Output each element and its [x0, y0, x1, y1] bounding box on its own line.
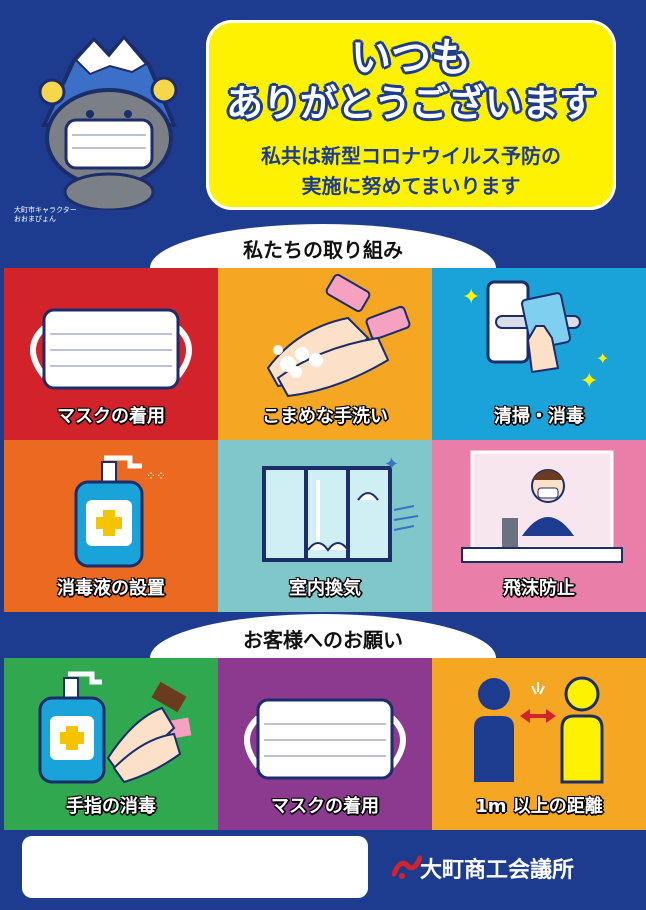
cleaning-icon: ✦ ✦ ✦: [462, 280, 609, 394]
organization-logo-icon: [392, 855, 422, 879]
svg-text:✦: ✦: [580, 369, 598, 394]
tile-ventilation: ✦ 室内換気: [218, 440, 432, 612]
tile-handwash: こまめな手洗い: [218, 268, 432, 440]
greeting-line2: ありがとうございます: [225, 81, 597, 126]
tile-label-handwash: こまめな手洗い: [262, 406, 388, 427]
mascot-caption-line1: 大町市キャラクター: [14, 206, 77, 214]
tile-hand-sanitizing: 手指の消毒: [4, 658, 218, 830]
tile-label-ventilation: 室内換気: [289, 578, 361, 599]
organization-name: 大町商工会議所: [420, 858, 575, 883]
svg-text:✦: ✦: [596, 349, 609, 368]
handwash-icon: [266, 273, 411, 398]
window-ventilation-icon: ✦: [262, 454, 419, 562]
mascot-caption-line2: おおまぴょん: [14, 215, 56, 223]
tile-sanitizer: ⁘⁘ 消毒液の設置: [4, 440, 218, 612]
tile-partition: 飛沫防止: [432, 440, 646, 612]
partition-icon: [461, 450, 623, 563]
tile-label-partition: 飛沫防止: [503, 578, 575, 599]
section-heading-our-measures: 私たちの取り組み: [150, 224, 496, 268]
tile-distance: 1m 以上の距離: [432, 658, 646, 830]
distance-icon: [474, 676, 604, 784]
section-heading-customer-requests: お客様へのお願い: [150, 614, 496, 658]
svg-text:✦: ✦: [384, 454, 399, 475]
tile-label-cleaning: 清掃・消毒: [494, 406, 584, 427]
tile-label-mask-customer: マスクの着用: [271, 796, 379, 817]
tile-label-mask: マスクの着用: [57, 406, 165, 427]
svg-text:✦: ✦: [462, 285, 480, 310]
tile-label-distance: 1m 以上の距離: [475, 796, 603, 817]
tile-label-hand-sanitizing: 手指の消毒: [66, 796, 156, 817]
message-box: いつも ありがとうございます 私共は新型コロナウイルス予防の 実施に努めてまいり…: [206, 20, 616, 210]
mascot-caption: 大町市キャラクター おおまぴょん: [14, 206, 124, 224]
message-line2: 実施に努めてまいります: [301, 174, 521, 198]
tile-label-sanitizer: 消毒液の設置: [57, 578, 165, 599]
tile-mask: マスクの着用: [4, 268, 218, 440]
svg-text:⁘⁘: ⁘⁘: [146, 469, 166, 483]
message-line1: 私共は新型コロナウイルス予防の: [261, 144, 561, 168]
hand-sanitizing-icon: [38, 671, 192, 784]
mascot-icon: [38, 35, 178, 210]
mask-icon: [30, 308, 192, 390]
tile-cleaning: ✦ ✦ ✦ 清掃・消毒: [432, 268, 646, 440]
sanitizer-bottle-icon: ⁘⁘: [74, 455, 166, 568]
tile-mask-customer: マスクの着用: [218, 658, 432, 830]
blank-notice-box: [22, 836, 368, 898]
greeting-line1: いつも: [350, 35, 472, 81]
mask-icon: [244, 698, 406, 780]
